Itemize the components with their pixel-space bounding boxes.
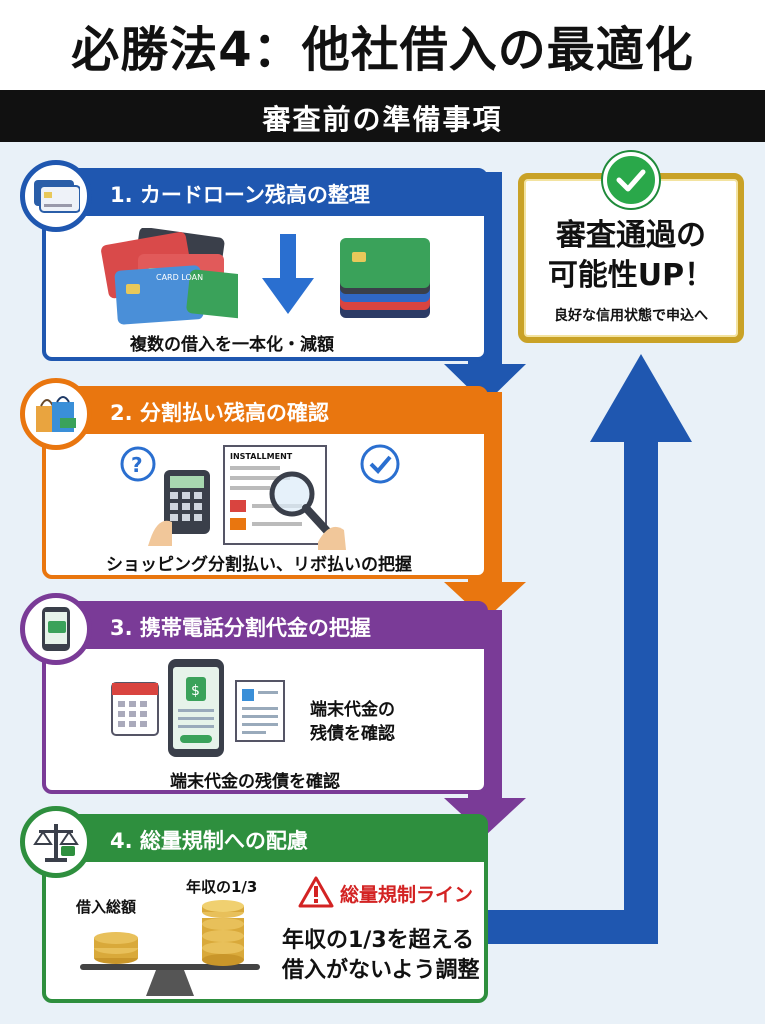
- magnifier-icon: [269, 471, 346, 550]
- step-4-card: 4. 総量規制への配慮 借入総額 年収の1/3 総: [42, 814, 488, 1003]
- result-panel: 審査通過の 可能性UP！ 良好な信用状態で申込へ: [518, 173, 744, 343]
- title-bar: 必勝法4：他社借入の最適化: [0, 0, 765, 94]
- page-subtitle: 審査前の準備事項: [262, 103, 503, 136]
- step-2-badge: [20, 378, 92, 450]
- calendar-icon: [111, 682, 159, 736]
- step-3-caption: 端末代金の残債を確認: [170, 772, 340, 792]
- card-stack-icon: [340, 238, 430, 318]
- subtitle-bar: 審査前の準備事項: [0, 94, 765, 142]
- step-3-badge: [20, 593, 92, 665]
- step-2-caption: ショッピング分割払い、リボ払いの把握: [106, 555, 412, 575]
- result-sub: 良好な信用状態で申込へ: [554, 308, 708, 324]
- scale-icon: [33, 824, 79, 862]
- installment-label: INSTALLMENT: [230, 452, 293, 461]
- step-1-card: 1. カードローン残高の整理 CARD LOAN 複数の借入を一本化・減額: [42, 168, 488, 361]
- coin-stack-icon: [94, 932, 138, 964]
- phone-bill-illustration: $: [111, 659, 285, 757]
- step-4-statement-line2: 借入がないよう調整: [282, 958, 480, 983]
- shopping-bags-icon: [36, 396, 76, 432]
- step-2-heading: 2. 分割払い残高の確認: [110, 401, 329, 425]
- step-1-badge: [20, 160, 92, 232]
- svg-text:$: $: [191, 683, 200, 699]
- calculator-icon: [148, 470, 210, 546]
- arrow-step4-to-result: [488, 354, 692, 944]
- svg-text:?: ?: [131, 453, 143, 477]
- step-1-heading: 1. カードローン残高の整理: [110, 183, 370, 207]
- installment-illustration: ? INSTALLMENT: [120, 444, 400, 550]
- credit-cards-icon: CARD LOAN: [101, 228, 238, 325]
- step-3-header: 3. 携帯電話分割代金の把握: [46, 605, 484, 649]
- step-4-right-label: 年収の1/3: [186, 878, 258, 896]
- step-4-heading: 4. 総量規制への配慮: [110, 829, 308, 853]
- step-2-header: 2. 分割払い残高の確認: [46, 390, 484, 434]
- step-4-header: 4. 総量規制への配慮: [46, 818, 484, 862]
- step-4-statement-line1: 年収の1/3を超える: [282, 928, 474, 953]
- warning-icon: [298, 876, 334, 908]
- step-2-card: 2. 分割払い残高の確認 ? INSTALLMENT: [42, 386, 488, 579]
- step-3-note-line1: 端末代金の: [310, 700, 395, 720]
- check-bubble-icon: [360, 444, 400, 484]
- step-3-note-line2: 残債を確認: [310, 724, 395, 744]
- result-line2: 可能性UP！: [547, 258, 715, 293]
- step-4-warning-label: 総量規制ライン: [340, 884, 474, 906]
- coin-stack-icon: [202, 900, 244, 966]
- page-title: 必勝法4：他社借入の最適化: [71, 22, 694, 78]
- down-arrow-icon: [262, 234, 314, 314]
- credit-card-icon: [34, 180, 80, 213]
- step-1-caption: 複数の借入を一本化・減額: [130, 335, 334, 355]
- scale-illustration: [80, 900, 260, 996]
- step-3-card: 3. 携帯電話分割代金の把握 $: [42, 601, 488, 794]
- step-4-badge: [20, 806, 92, 878]
- card-label: CARD LOAN: [156, 273, 203, 282]
- step-3-heading: 3. 携帯電話分割代金の把握: [110, 616, 371, 640]
- check-icon: [603, 152, 659, 208]
- invoice-icon: [235, 680, 285, 742]
- step-4-left-label: 借入総額: [76, 898, 137, 916]
- result-line1: 審査通過の: [556, 218, 706, 253]
- step-1-header: 1. カードローン残高の整理: [46, 172, 484, 216]
- smartphone-icon: $: [168, 659, 224, 757]
- question-bubble-icon: ?: [120, 446, 156, 482]
- smartphone-icon: [42, 607, 70, 651]
